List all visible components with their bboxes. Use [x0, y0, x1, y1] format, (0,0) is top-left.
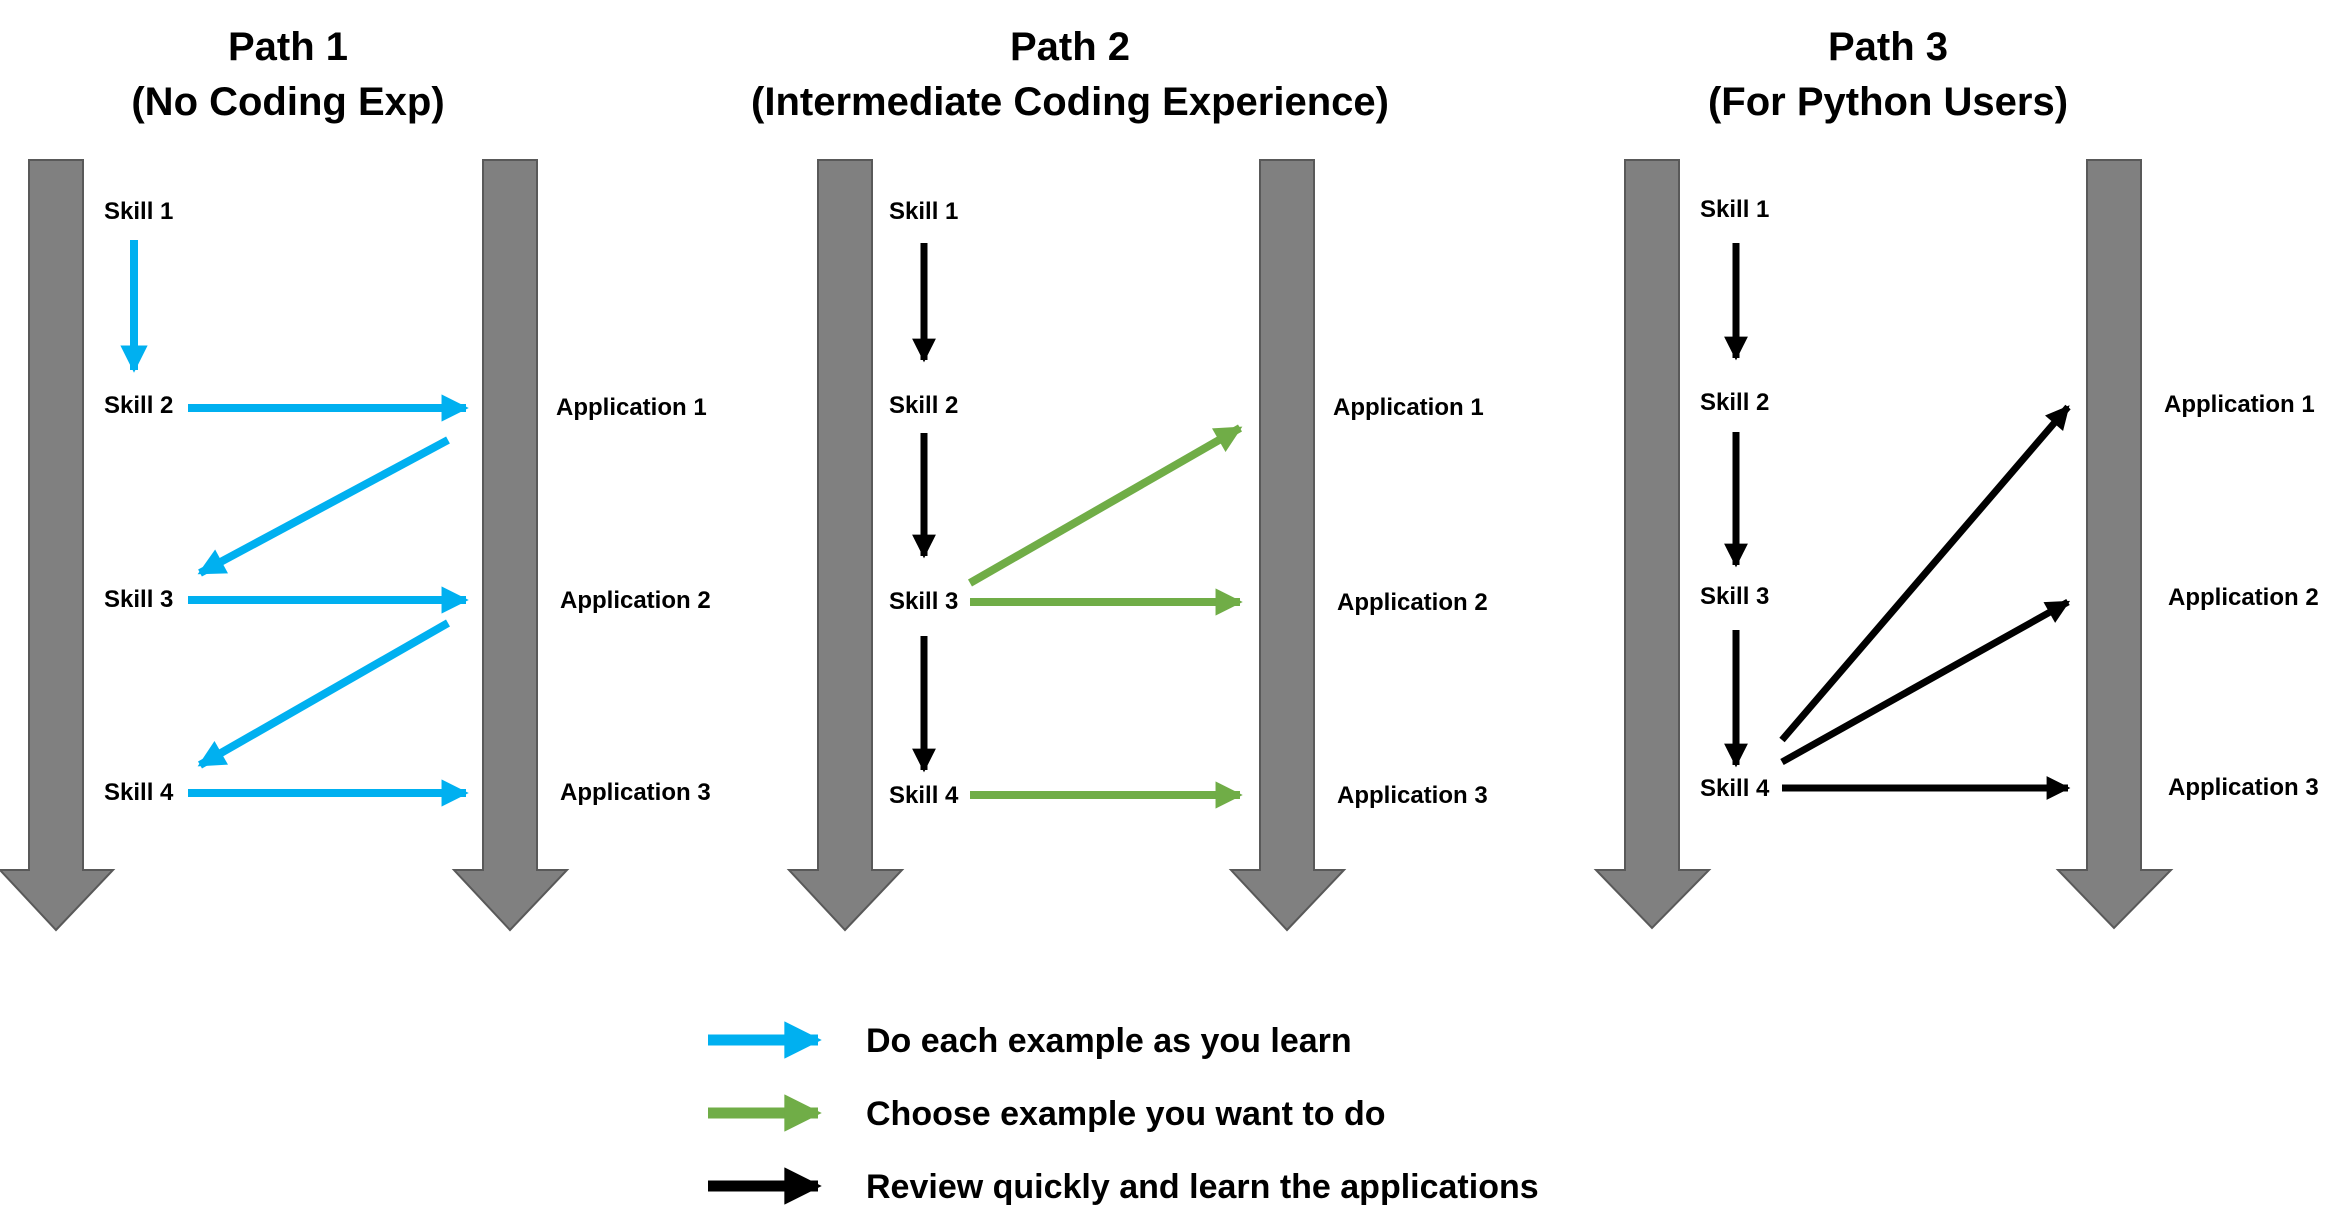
application-1-label: Application 1 — [1333, 394, 1484, 421]
application-2-label: Application 2 — [1337, 589, 1488, 616]
applications-timeline-arrow — [1228, 159, 1347, 932]
skill-1-label: Skill 1 — [889, 198, 958, 225]
legend-label: Review quickly and learn the application… — [866, 1168, 1539, 1206]
skill-2-label: Skill 2 — [1700, 389, 1769, 416]
path-3-subtitle: (For Python Users) — [1708, 80, 2068, 124]
application-3-label: Application 3 — [1337, 782, 1488, 809]
application-2-to-skill-4-arrow — [197, 619, 450, 769]
skill-4-label: Skill 4 — [889, 782, 959, 809]
legend-item-black: Review quickly and learn the application… — [708, 1167, 1539, 1206]
legend: Do each example as you learn Choose exam… — [708, 1021, 1539, 1206]
skill-4-label: Skill 4 — [1700, 775, 1770, 802]
application-3-label: Application 3 — [2168, 774, 2319, 801]
application-2-label: Application 2 — [2168, 584, 2319, 611]
application-1-to-skill-3-arrow — [197, 436, 450, 577]
skill-3-label: Skill 3 — [1700, 583, 1769, 610]
skill-3-label: Skill 3 — [889, 588, 958, 615]
path-2-title: Path 2 — [1010, 25, 1130, 69]
path-2-subtitle: (Intermediate Coding Experience) — [751, 80, 1389, 124]
applications-timeline-arrow — [2055, 159, 2174, 930]
path-3-arrows — [1724, 243, 2071, 800]
skill-3-label: Skill 3 — [104, 586, 173, 613]
legend-label: Do each example as you learn — [866, 1022, 1352, 1060]
skill-1-label: Skill 1 — [104, 198, 173, 225]
skills-timeline-arrow — [0, 159, 116, 932]
skill-1-label: Skill 1 — [1700, 196, 1769, 223]
path-3-title: Path 3 — [1828, 25, 1948, 69]
skill-3-to-application-1-arrow — [968, 424, 1243, 587]
legend-label: Choose example you want to do — [866, 1095, 1386, 1133]
path-1: Path 1 (No Coding Exp) Skill 1 Skill 2 S… — [0, 25, 711, 932]
path-3: Path 3 (For Python Users) Skill 1 Skill … — [1593, 25, 2319, 930]
legend-item-green: Choose example you want to do — [708, 1094, 1386, 1133]
path-1-arrows — [120, 240, 469, 807]
applications-timeline-arrow — [451, 159, 570, 932]
skill-4-label: Skill 4 — [104, 779, 174, 806]
application-1-label: Application 1 — [2164, 391, 2315, 418]
skill-4-to-application-2-arrow — [1780, 598, 2071, 766]
application-2-label: Application 2 — [560, 587, 711, 614]
skill-2-label: Skill 2 — [104, 392, 173, 419]
path-1-subtitle: (No Coding Exp) — [131, 80, 444, 124]
path-2: Path 2 (Intermediate Coding Experience) … — [751, 25, 1488, 932]
skills-timeline-arrow — [786, 159, 905, 932]
path-2-application-arrows — [968, 424, 1243, 809]
skill-2-label: Skill 2 — [889, 392, 958, 419]
path-1-title: Path 1 — [228, 25, 348, 69]
skill-4-to-application-1-arrow — [1779, 404, 2071, 743]
application-3-label: Application 3 — [560, 779, 711, 806]
application-1-label: Application 1 — [556, 394, 707, 421]
skills-timeline-arrow — [1593, 159, 1712, 930]
legend-item-blue: Do each example as you learn — [708, 1021, 1352, 1060]
